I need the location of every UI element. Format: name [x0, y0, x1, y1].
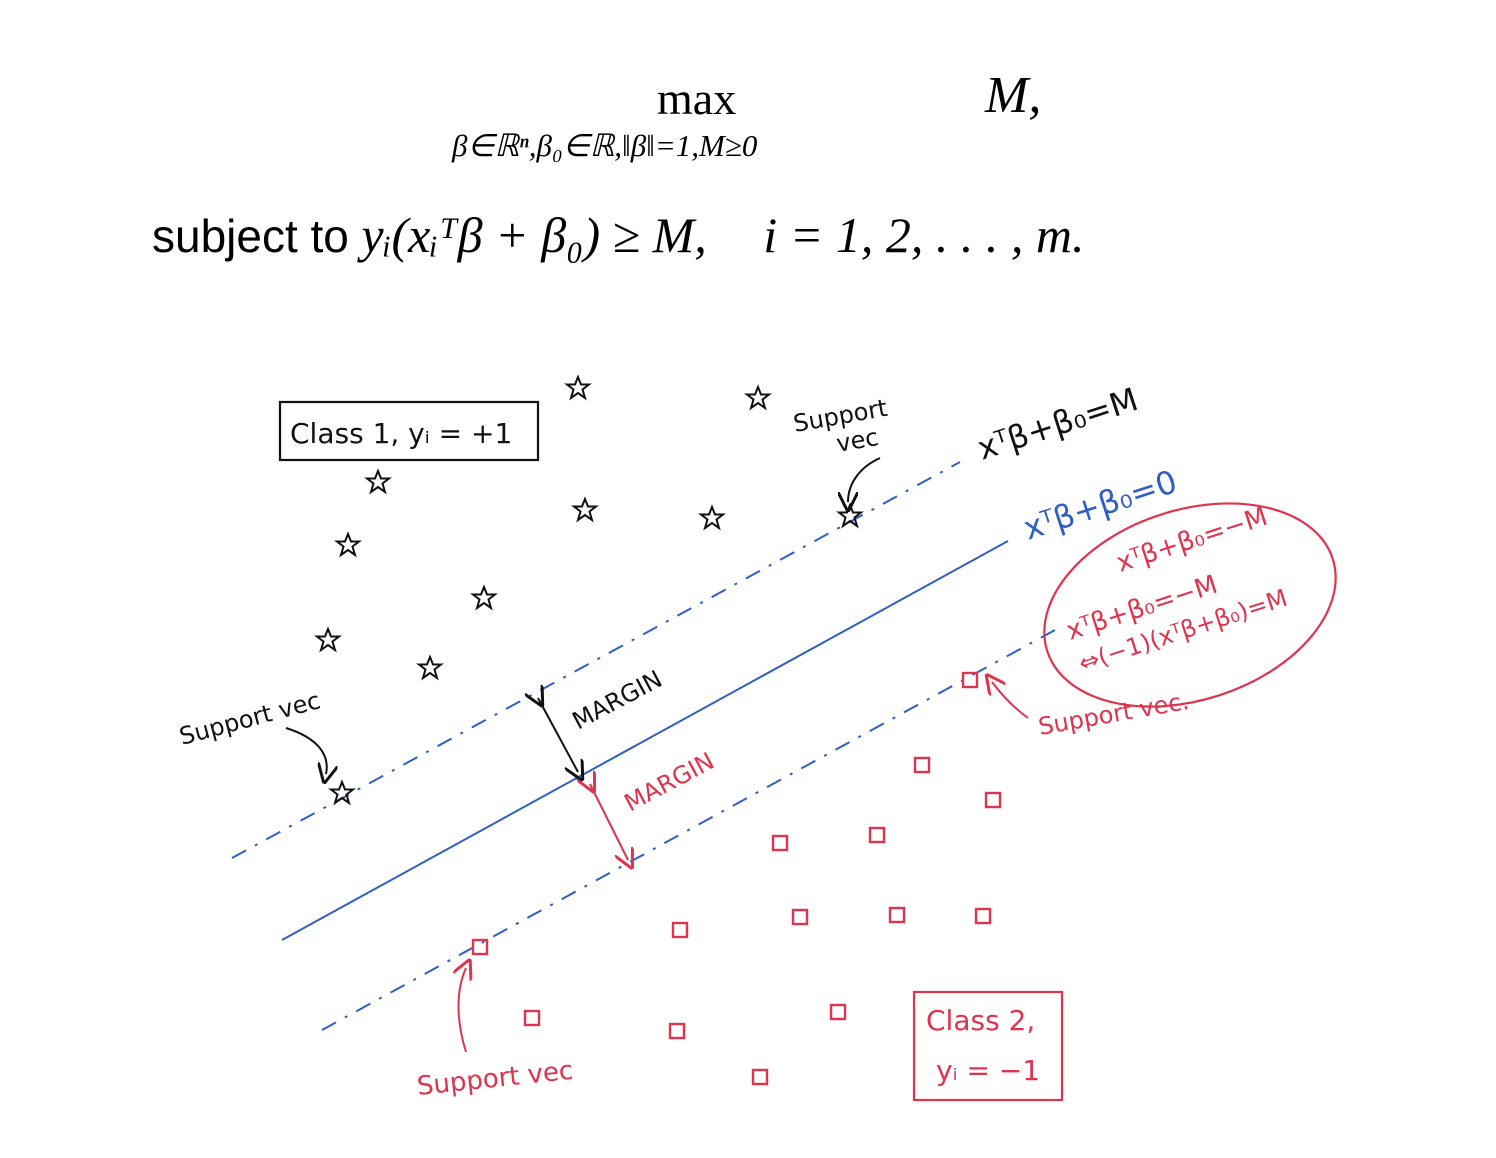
class1-label: Class 1, yᵢ = +1 — [290, 417, 512, 450]
objective-constraints-subscript: β∈ℝⁿ,β₀∈ℝ,‖β‖=1,M≥0 — [452, 128, 758, 163]
class2-label-line1: Class 2, — [926, 1004, 1035, 1037]
margin-lower-label: MARGIN — [620, 747, 719, 817]
class2-point — [829, 1003, 847, 1021]
class2-point — [751, 1068, 769, 1086]
class2-label-box — [912, 990, 1064, 1102]
class1-point — [566, 376, 590, 399]
constraint-line: subject to yᵢ(xᵢᵀβ + β₀) ≥ M, i = 1, 2, … — [152, 206, 1085, 264]
class1-support-vector — [330, 781, 354, 804]
decision-boundary-line — [281, 540, 1009, 941]
margin-upper-label: MARGIN — [568, 665, 667, 735]
upper-margin-line — [231, 461, 961, 859]
class2-points — [471, 671, 1002, 1086]
constraint-expression: yᵢ(xᵢᵀβ + β₀) ≥ M, — [361, 207, 707, 263]
support-vec-right-arrow — [992, 682, 1029, 719]
support-vec-right-label: Support vec. — [1036, 687, 1191, 741]
objective-operator: max — [657, 73, 737, 124]
lower-line-label: xᵀβ+β₀=−M — [1113, 502, 1271, 579]
class2-point — [671, 921, 689, 939]
class2-label-line2: yᵢ = −1 — [936, 1054, 1040, 1087]
margin-upper-arrow — [538, 698, 578, 772]
objective-variable: M, — [985, 67, 1042, 124]
class2-point — [668, 1022, 686, 1040]
support-vec-top-label-2: vec — [834, 423, 880, 458]
class1-point — [366, 470, 390, 493]
class1-point — [573, 498, 597, 521]
support-vec-top-arrow — [848, 457, 881, 502]
class2-support-vector — [471, 938, 489, 956]
lower-line-bubble — [1043, 502, 1337, 708]
class1-point — [336, 533, 360, 556]
index-range: i = 1, 2, . . . , m. — [763, 207, 1085, 263]
support-vec-bottom-label: Support vec — [416, 1056, 575, 1102]
support-vec-left-label: Support vec — [176, 686, 323, 750]
lower-margin-line — [321, 629, 1056, 1031]
subject-to-label: subject to — [152, 210, 349, 262]
class2-point — [791, 908, 809, 926]
class2-support-vector — [961, 671, 979, 689]
class1-point — [418, 656, 442, 679]
class2-point — [974, 907, 992, 925]
class1-point — [472, 586, 496, 609]
margin-lower-arrow — [590, 784, 628, 860]
class2-point — [984, 791, 1002, 809]
upper-line-label: xᵀβ+β₀=M — [973, 380, 1143, 467]
support-vec-bottom-arrow — [459, 968, 467, 1053]
class2-point — [771, 834, 789, 852]
class2-point — [868, 826, 886, 844]
class2-point — [888, 906, 906, 924]
class1-label-box — [278, 400, 540, 462]
class2-point — [913, 756, 931, 774]
class1-point — [700, 506, 724, 529]
class1-point — [316, 628, 340, 651]
support-vec-left-arrow — [285, 727, 327, 774]
class1-point — [746, 386, 770, 409]
class2-point — [523, 1009, 541, 1027]
